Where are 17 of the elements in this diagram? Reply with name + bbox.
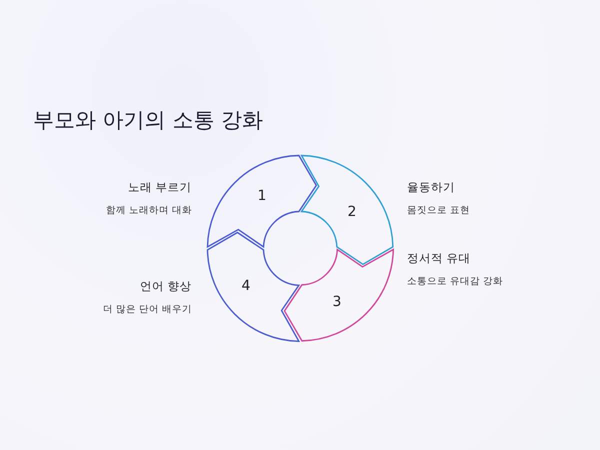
step-heading: 노래 부르기 [128,180,192,195]
step-number: 4 [241,278,250,294]
step-heading: 정서적 유대 [407,251,471,266]
ring-segment [206,154,318,248]
step-description: 몸짓으로 표현 [407,204,470,217]
step-number: 1 [257,188,266,204]
ring-segment [206,230,300,342]
step-number: 2 [347,204,356,220]
step-description: 소통으로 유대감 강화 [407,275,504,288]
step-heading: 언어 향상 [140,279,192,294]
step-description: 함께 노래하며 대화 [106,204,192,217]
step-number: 3 [332,294,342,310]
ring-segment [282,248,394,342]
title: 부모와 아기의 소통 강화 [33,107,264,134]
step-description: 더 많은 단어 배우기 [103,303,192,316]
step-heading: 율동하기 [407,180,455,195]
ring-segment [300,154,394,266]
